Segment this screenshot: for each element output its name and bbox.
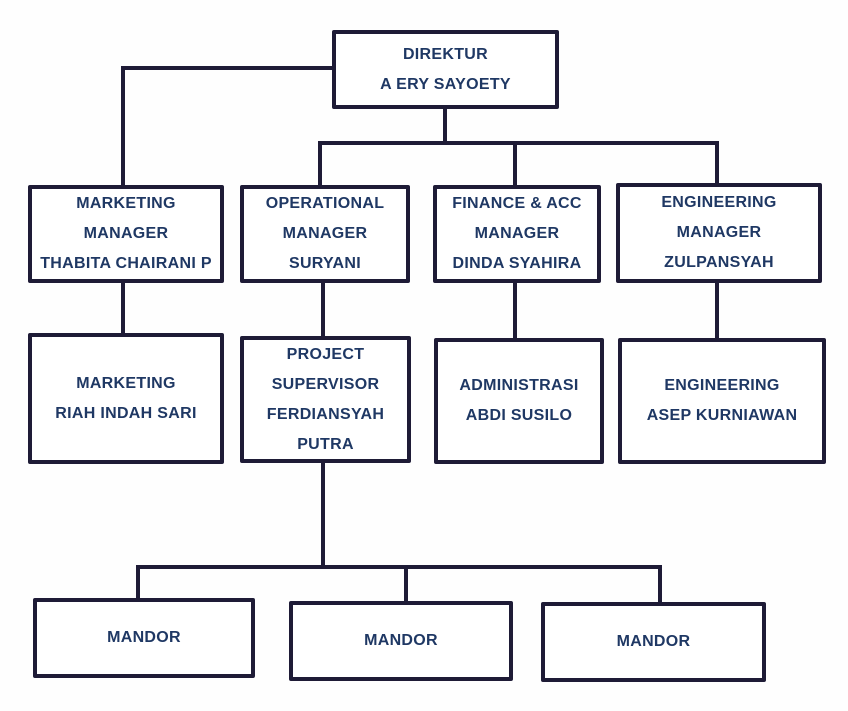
- node-role: ADMINISTRASI: [459, 377, 579, 394]
- node-role: PROJECT: [286, 345, 365, 363]
- connector-to-engineering-manager: [715, 141, 719, 187]
- connector-supervisor-down: [321, 463, 325, 569]
- connector-finance-to-administrasi: [513, 283, 517, 340]
- node-role: ENGINEERING: [661, 194, 777, 211]
- node-role: MANAGER: [676, 224, 762, 241]
- org-node-operational-manager: OPERATIONAL MANAGER SURYANI: [240, 185, 410, 283]
- node-role: MARKETING: [76, 374, 176, 392]
- node-role: SUPERVISOR: [271, 375, 380, 393]
- node-person: DINDA SYAHIRA: [452, 255, 582, 272]
- org-node-mandor-1: MANDOR: [33, 598, 255, 678]
- org-node-marketing-manager: MARKETING MANAGER THABITA CHAIRANI P: [28, 185, 224, 283]
- node-role: ENGINEERING: [664, 377, 780, 394]
- node-role: DIREKTUR: [402, 45, 489, 63]
- connector-marketing-manager-to-staff: [121, 283, 125, 335]
- connector-to-finance-manager: [513, 141, 517, 187]
- org-node-administrasi: ADMINISTRASI ABDI SUSILO: [434, 338, 604, 464]
- org-node-direktur: DIREKTUR A ERY SAYOETY: [332, 30, 559, 109]
- org-node-engineering-manager: ENGINEERING MANAGER ZULPANSYAH: [616, 183, 822, 283]
- node-role: MANAGER: [282, 225, 368, 242]
- connector-direktur-left-horizontal: [121, 66, 335, 70]
- connector-to-operational-manager: [318, 141, 322, 187]
- connector-level2-bar: [318, 141, 719, 145]
- connector-to-mandor-2: [404, 565, 408, 603]
- connector-operational-to-supervisor: [321, 283, 325, 338]
- org-node-marketing-staff: MARKETING RIAH INDAH SARI: [28, 333, 224, 464]
- node-role: MANAGER: [83, 225, 169, 242]
- connector-to-marketing-manager: [121, 66, 125, 187]
- node-person: ASEP KURNIAWAN: [646, 407, 798, 424]
- node-role: MANDOR: [107, 629, 181, 646]
- org-node-finance-acc-manager: FINANCE & ACC MANAGER DINDA SYAHIRA: [433, 185, 601, 283]
- node-person: RIAH INDAH SARI: [55, 404, 197, 422]
- node-person: PUTRA: [297, 435, 354, 453]
- node-role: MARKETING: [76, 195, 176, 212]
- node-person: SURYANI: [288, 255, 362, 272]
- connector-mandor-bar: [136, 565, 662, 569]
- org-node-mandor-3: MANDOR: [541, 602, 766, 682]
- node-person: ABDI SUSILO: [465, 407, 573, 424]
- node-role: FINANCE & ACC: [452, 195, 582, 212]
- org-node-engineering-staff: ENGINEERING ASEP KURNIAWAN: [618, 338, 826, 464]
- node-role: MANAGER: [474, 225, 560, 242]
- node-person: THABITA CHAIRANI P: [40, 255, 212, 272]
- node-person: ZULPANSYAH: [664, 254, 774, 271]
- org-node-mandor-2: MANDOR: [289, 601, 513, 681]
- node-role: MANDOR: [364, 632, 438, 649]
- connector-to-mandor-3: [658, 565, 662, 604]
- node-role: OPERATIONAL: [265, 195, 385, 212]
- node-person: A ERY SAYOETY: [380, 75, 511, 93]
- node-role: MANDOR: [616, 633, 691, 650]
- connector-engineering-to-staff: [715, 283, 719, 340]
- connector-to-mandor-1: [136, 565, 140, 600]
- connector-direktur-down: [443, 107, 447, 145]
- org-node-project-supervisor: PROJECT SUPERVISOR FERDIANSYAH PUTRA: [240, 336, 411, 463]
- node-person: FERDIANSYAH: [266, 405, 385, 423]
